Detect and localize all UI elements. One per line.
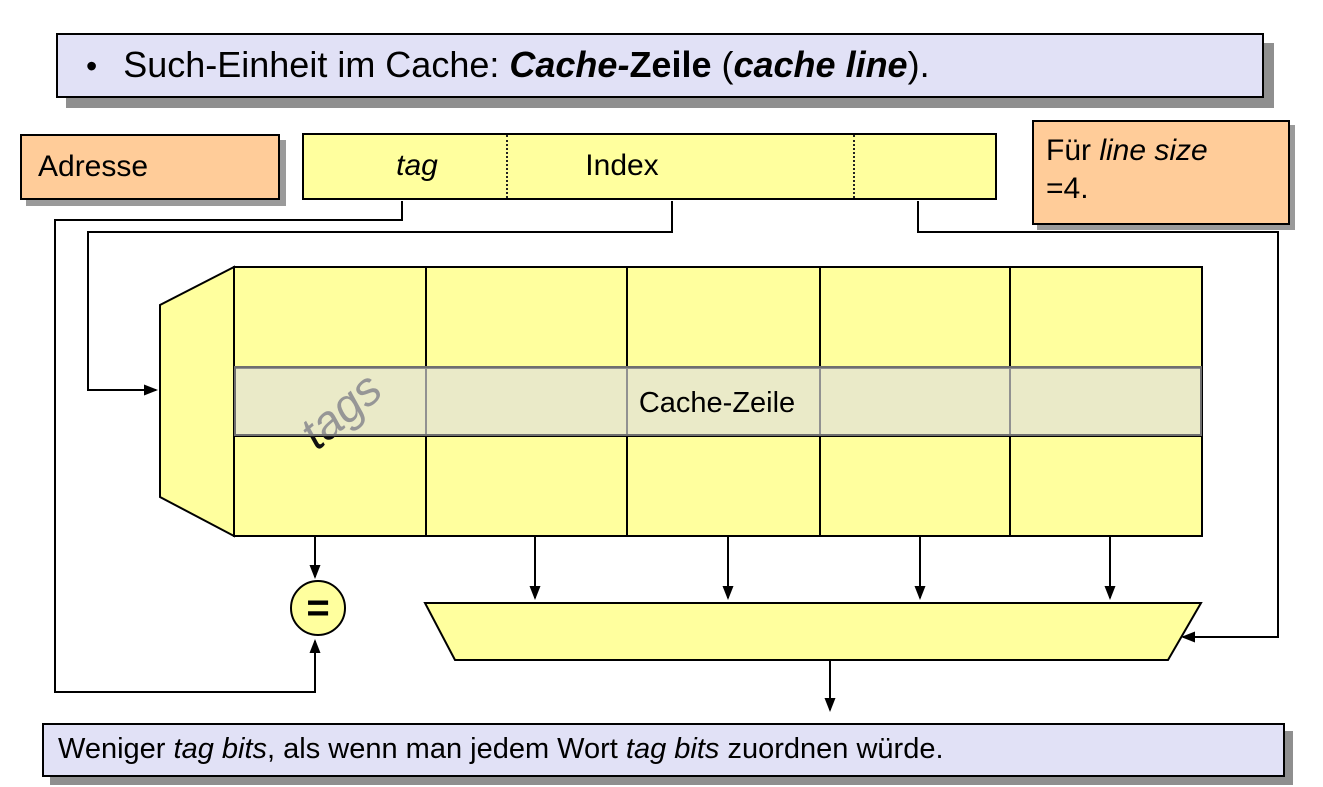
address-bar: tag Index — [302, 133, 997, 200]
title-text-normal-3: ). — [907, 44, 930, 85]
bottom-remark-box: Weniger tag bits, als wenn man jedem Wor… — [42, 723, 1285, 777]
equals-symbol: = — [306, 586, 330, 630]
note-line1-italic: line size — [1099, 134, 1208, 167]
bottom-text-normal-3: zuordnen würde. — [719, 733, 944, 765]
index-wire — [87, 201, 673, 396]
comparator-circle — [290, 580, 346, 636]
tags-pentagon — [159, 265, 235, 538]
mux — [423, 602, 1203, 661]
tag-field-label: tag — [396, 149, 438, 182]
bottom-text-italic-2: tag bits — [625, 733, 720, 765]
offset-wire — [917, 201, 1279, 643]
bottom-text-normal-1: Weniger — [58, 733, 174, 765]
note-line1-normal: Für — [1046, 134, 1100, 167]
adresse-label: Adresse — [38, 150, 149, 183]
address-bar-divider-2 — [853, 135, 855, 198]
title-text-bold-1: Zeile — [629, 44, 712, 85]
adresse-box: Adresse — [20, 134, 280, 200]
address-bar-divider-1 — [506, 135, 508, 198]
title-box: • Such-Einheit im Cache: Cache-Zeile (cac… — [56, 33, 1264, 98]
bullet-icon: • — [86, 48, 98, 84]
bottom-text-italic-1: tag bits — [173, 733, 268, 765]
note-line2: =4. — [1046, 172, 1089, 205]
cache-line-highlight — [234, 366, 1202, 436]
line-size-note-box: Für line size =4. — [1032, 120, 1290, 225]
cache-line-label: Cache-Zeile — [638, 387, 796, 419]
tag-wire — [54, 201, 403, 693]
title-text-bold-italic-1: Cache- — [509, 44, 630, 85]
title-text-bold-italic-2: cache line — [733, 44, 908, 85]
index-field-label: Index — [585, 149, 659, 182]
bottom-text-normal-2: , als wenn man jedem Wort — [267, 733, 626, 765]
title-text-normal-1: Such-Einheit im Cache: — [123, 44, 510, 85]
title-text-normal-2: ( — [711, 44, 734, 85]
